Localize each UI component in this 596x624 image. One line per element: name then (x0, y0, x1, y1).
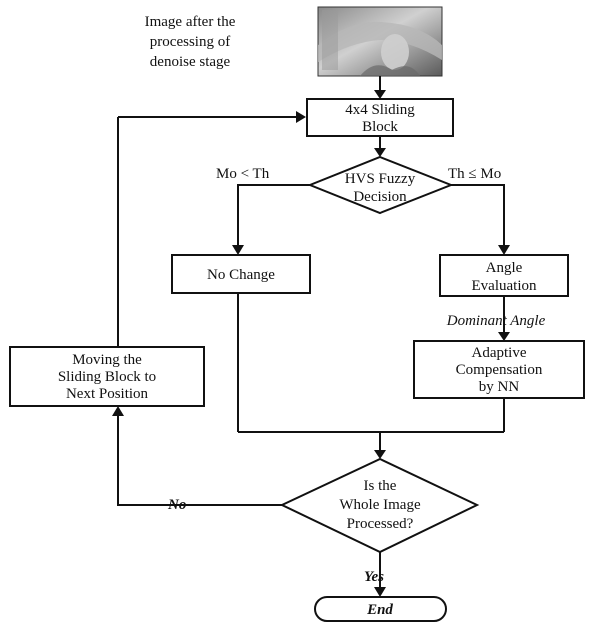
arrow-to-sliding-block (374, 90, 386, 99)
whole-image-check-line-3: Processed? (347, 516, 414, 532)
angle-evaluation-line-2: Evaluation (472, 278, 537, 294)
caption-line-3: denoise stage (150, 54, 231, 70)
connector-lines (117, 76, 505, 587)
end-node: End (314, 596, 447, 622)
no-change-label: No Change (207, 267, 275, 283)
yes-label: Yes (364, 569, 384, 585)
left-condition-label: Mo < Th (216, 166, 270, 182)
grayscale-portrait-thumbnail (317, 6, 443, 77)
arrow-to-end (374, 587, 386, 597)
end-label: End (366, 602, 393, 618)
moving-block-node: Moving the Sliding Block to Next Positio… (9, 346, 205, 407)
adaptive-compensation-line-1: Adaptive (472, 345, 527, 361)
arrow-loop-to-sliding-block (296, 111, 306, 123)
arrow-to-whole-image-check (374, 450, 386, 459)
whole-image-check-node: Is the Whole Image Processed? (279, 457, 480, 554)
hvs-decision-line-1: HVS Fuzzy (345, 171, 416, 187)
no-change-node: No Change (171, 254, 311, 294)
angle-evaluation-node: Angle Evaluation (439, 254, 569, 297)
arrow-to-angle-evaluation (498, 245, 510, 255)
arrow-to-adaptive-compensation (498, 332, 510, 341)
arrow-to-hvs-decision (374, 148, 386, 157)
arrow-to-moving-block (112, 406, 124, 416)
whole-image-check-line-2: Whole Image (339, 497, 421, 513)
adaptive-compensation-node: Adaptive Compensation by NN (413, 340, 585, 399)
input-caption: Image after the processing of denoise st… (145, 14, 236, 70)
dominant-angle-label: Dominant Angle (446, 313, 546, 329)
adaptive-compensation-line-3: by NN (479, 379, 520, 395)
moving-block-line-1: Moving the (72, 352, 142, 368)
arrowheads (112, 90, 510, 597)
right-condition-label: Th ≤ Mo (448, 166, 501, 182)
sliding-block-line-1: 4x4 Sliding (345, 102, 415, 118)
sliding-block-node: 4x4 Sliding Block (306, 98, 454, 137)
hvs-decision-line-2: Decision (353, 189, 407, 205)
caption-line-2: processing of (150, 34, 230, 50)
whole-image-check-line-1: Is the (364, 478, 397, 494)
hvs-decision-node: HVS Fuzzy Decision (307, 155, 454, 215)
sliding-block-line-2: Block (362, 119, 398, 135)
arrow-to-no-change (232, 245, 244, 255)
angle-evaluation-line-1: Angle (486, 260, 523, 276)
moving-block-line-2: Sliding Block to (58, 369, 156, 385)
no-label: No (167, 497, 186, 513)
caption-line-1: Image after the (145, 14, 236, 30)
adaptive-compensation-line-2: Compensation (456, 362, 543, 378)
moving-block-line-3: Next Position (66, 386, 149, 402)
